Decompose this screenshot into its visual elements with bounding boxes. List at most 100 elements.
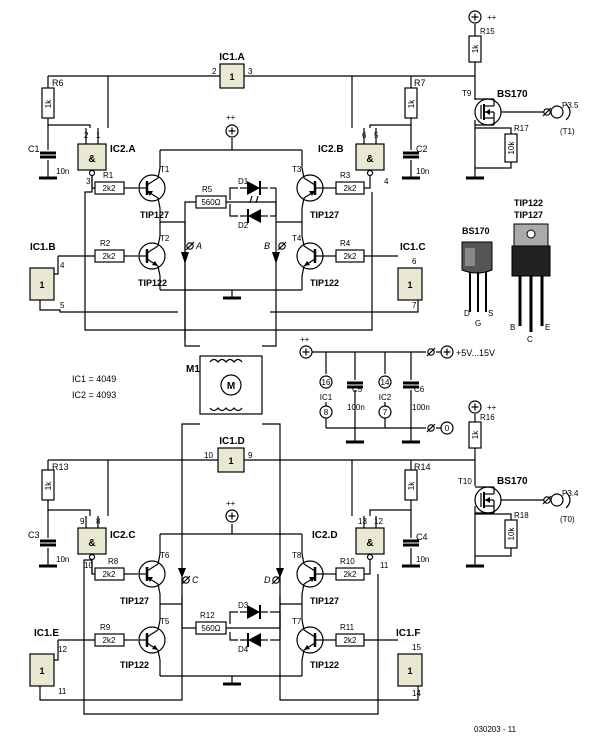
vcc-pin-bottom-bridge: ++	[225, 499, 239, 523]
transistor-t4: T4 TIP122	[292, 234, 339, 288]
gate-ic2d-pin2: 12	[374, 517, 383, 526]
capacitor-c5-value: 100n	[347, 403, 365, 412]
resistor-r16-value: 1k	[471, 430, 480, 439]
package-tip-pin-b: B	[510, 323, 515, 332]
transistor-t9: T9 BS170	[462, 89, 528, 126]
resistor-r17-value: 10k	[507, 141, 516, 155]
resistor-r15-value: 1k	[471, 44, 480, 53]
ic1-vss-pin: 8	[324, 408, 329, 417]
capacitor-c3-label: C3	[28, 530, 40, 540]
capacitor-c1-label: C1	[28, 144, 40, 154]
gate-ic1b-label: IC1.B	[30, 242, 56, 253]
gate-ic1a-symbol: 1	[229, 72, 234, 82]
gate-ic2b-pin-out: 4	[384, 177, 389, 186]
resistor-r10-value: 2k2	[344, 570, 357, 579]
transistor-t10: T10 BS170	[458, 476, 528, 514]
resistor-r8: 2k2 R8	[94, 557, 125, 581]
transistor-t8-type: TIP127	[310, 596, 339, 606]
capacitor-c5-label: C5	[352, 385, 363, 394]
capacitor-c6-label: C6	[414, 385, 425, 394]
resistor-r15-label: R15	[480, 27, 495, 36]
transistor-t8-label: T8	[292, 551, 302, 560]
resistor-r5-value: 560Ω	[201, 198, 220, 207]
vcc-pin-r16: ++	[468, 400, 497, 414]
transistor-t2-type: TIP122	[138, 278, 167, 288]
transistor-t1-label: T1	[160, 165, 170, 174]
gate-ic2d-label: IC2.D	[312, 530, 338, 541]
transistor-t4-label: T4	[292, 234, 302, 243]
diode-d4-label: D4	[238, 645, 249, 654]
node-b-label: B	[264, 241, 270, 251]
resistor-r2: 2k2 R2	[94, 239, 125, 263]
gate-ic2d-pin1: 13	[358, 517, 367, 526]
port-p35: P3.5 (T1)	[542, 101, 579, 136]
package-bs170-title: BS170	[462, 226, 490, 236]
gate-ic1f-pin-in: 15	[412, 643, 421, 652]
gate-ic2d-pin-out: 11	[380, 561, 389, 570]
node-b: B	[264, 241, 287, 264]
gate-ic1e: 1 IC1.E 12 11	[29, 628, 67, 696]
gate-ic1e-label: IC1.E	[34, 628, 59, 639]
gate-ic1f-label: IC1.F	[396, 628, 420, 639]
gate-ic1e-pin-out: 11	[58, 687, 67, 696]
transistor-t9-label: T9	[462, 89, 472, 98]
vcc-label-r16: ++	[487, 403, 497, 412]
gate-ic1a: 1 IC1.A 2 3	[212, 52, 253, 89]
ic-notes: IC1 = 4049 IC2 = 4093	[72, 374, 116, 400]
node-c-label: C	[192, 575, 199, 585]
supply-block: ++ 16 IC1 8 C5 100n 14 IC2 7 C6 100n +5V…	[299, 335, 495, 444]
figure-code: 030203 - 11	[474, 725, 517, 734]
capacitor-c2-value: 10n	[416, 167, 429, 176]
capacitor-c4-value: 10n	[416, 555, 429, 564]
gate-ic1e-symbol: 1	[39, 666, 44, 676]
resistor-r7-label: R7	[414, 78, 426, 88]
resistor-r4-label: R4	[340, 239, 351, 248]
capacitor-c3: C3 10n	[28, 530, 69, 568]
resistor-r11: 2k2 R11	[335, 623, 365, 647]
gate-ic1b-pin-in: 4	[60, 261, 65, 270]
gate-ic1f: 1 IC1.F 15 14	[396, 628, 423, 698]
gate-ic1c-label: IC1.C	[400, 242, 426, 253]
transistor-t1: T1 TIP127	[137, 165, 170, 220]
transistor-t10-type: BS170	[497, 476, 528, 487]
transistor-t6-label: T6	[160, 551, 170, 560]
resistor-r14: 1k R14	[404, 462, 431, 501]
resistor-r8-value: 2k2	[103, 570, 116, 579]
resistor-r4: 2k2 R4	[335, 239, 365, 263]
supply-range-label: +5V...15V	[456, 348, 495, 358]
gate-ic2c-pin-out: 10	[84, 561, 93, 570]
gate-ic2c: & IC2.C 9 8 10	[77, 516, 136, 570]
node-a: A	[181, 241, 202, 264]
gate-ic2c-pin1: 9	[80, 517, 85, 526]
transistor-t6: T6 TIP127	[120, 551, 170, 606]
vcc-label-supply: ++	[300, 335, 310, 344]
gate-ic1d: 1 IC1.D 10 9	[204, 436, 253, 473]
resistor-r5: 560Ω R5	[195, 185, 227, 209]
ic2-vss-pin: 7	[383, 408, 388, 417]
capacitor-c2-label: C2	[416, 144, 428, 154]
zero-label: 0	[445, 424, 450, 433]
capacitor-c1: C1 10n	[28, 144, 69, 180]
resistor-r12-value: 560Ω	[201, 624, 220, 633]
transistor-t7-type: TIP122	[310, 660, 339, 670]
resistor-r11-value: 2k2	[344, 636, 357, 645]
resistor-r9-value: 2k2	[103, 636, 116, 645]
transistor-t7-label: T7	[292, 617, 302, 626]
wiring-top	[39, 75, 475, 347]
gate-ic2d: & IC2.D 13 12 11	[312, 516, 389, 570]
gate-ic1d-label: IC1.D	[219, 436, 245, 447]
resistor-r12-label: R12	[200, 611, 215, 620]
gate-ic1a-label: IC1.A	[219, 52, 245, 63]
resistor-r6-label: R6	[52, 78, 64, 88]
resistor-r16: 1k R16	[468, 413, 495, 449]
package-tip-title-1: TIP122	[514, 198, 543, 208]
gate-ic2c-symbol: &	[88, 538, 95, 549]
resistor-r13-label: R13	[52, 462, 69, 472]
resistor-r3: 2k2 R3	[335, 171, 365, 195]
resistor-r12: 560Ω R12	[195, 611, 227, 635]
resistor-r10-label: R10	[340, 557, 355, 566]
gate-ic1f-symbol: 1	[407, 666, 412, 676]
vcc-label-top-bridge: ++	[226, 113, 236, 122]
gate-ic2b-symbol: &	[366, 154, 373, 165]
